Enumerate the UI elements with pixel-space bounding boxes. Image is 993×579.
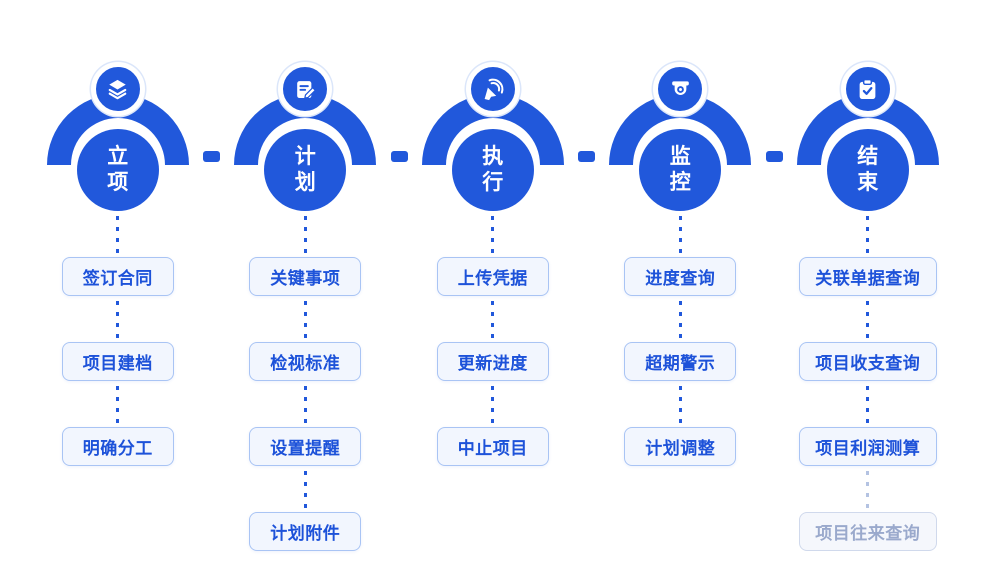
stage-column-initiation: 立项 签订合同 项目建档 明确分工 [24,0,212,551]
task-box: 项目建档 [61,342,174,381]
task-box: 进度查询 [624,257,737,296]
stage-column-execution: 执行 上传凭据 更新进度 中止项目 [399,0,587,551]
dotted-connector [303,211,307,257]
dotted-connector [491,381,495,427]
surveillance-camera-icon [671,80,689,95]
stage-icon-badge [653,62,708,116]
stage-icon-badge [465,62,520,116]
dotted-connector [866,381,870,427]
dotted-connector [491,211,495,257]
cursor-click-icon [484,78,504,100]
stage-label: 计划 [294,144,316,194]
inter-stage-dash [765,151,783,162]
stage-arc [796,94,939,165]
stage-label: 立项 [107,144,129,194]
task-box: 检视标准 [249,342,362,381]
dotted-connector [303,296,307,342]
dotted-connector [866,296,870,342]
dotted-connector [303,381,307,427]
stage-icon-badge [278,62,333,116]
task-box: 设置提醒 [249,427,362,466]
inter-stage-dash [203,151,220,162]
stage-icon-badge [90,62,145,116]
edit-note-icon [296,80,316,99]
stage-head: 执行 [399,0,587,211]
task-box: 签订合同 [61,257,174,296]
task-box: 计划调整 [624,427,737,466]
task-box: 计划附件 [249,512,362,551]
stage-circle: 结束 [826,129,909,211]
stage-arc [46,94,189,165]
dotted-connector [116,296,120,342]
stage-column-planning: 计划 关键事项 检视标准 设置提醒 计划附件 [212,0,400,551]
stage-arc [609,94,752,165]
task-box: 项目利润测算 [798,427,937,466]
dotted-connector [866,211,870,257]
dotted-connector [678,211,682,257]
dotted-connector [116,381,120,427]
layers-icon [108,79,127,99]
dotted-connector [678,381,682,427]
stage-head: 计划 [212,0,400,211]
stage-arc [421,94,564,165]
task-box-disabled: 项目往来查询 [798,512,937,551]
task-box: 中止项目 [436,427,549,466]
task-box: 明确分工 [61,427,174,466]
dotted-connector [491,296,495,342]
dotted-connector [116,211,120,257]
stage-label: 监控 [669,144,691,194]
stage-column-closing: 结束 关联单据查询 项目收支查询 项目利润测算 项目往来查询 [774,0,962,551]
stage-head: 监控 [587,0,775,211]
stage-icon-badge [840,62,895,116]
stage-circle: 计划 [264,129,347,211]
stage-column-monitoring: 监控 进度查询 超期警示 计划调整 [587,0,775,551]
inter-stage-dash [390,151,408,162]
stage-head: 结束 [774,0,962,211]
task-box: 项目收支查询 [798,342,937,381]
stage-columns: 立项 签订合同 项目建档 明确分工 [24,0,962,551]
clipboard-check-icon [859,78,876,99]
dotted-connector-muted [866,466,870,512]
stage-circle: 立项 [76,129,159,211]
stage-circle: 监控 [639,129,722,211]
task-box: 上传凭据 [436,257,549,296]
stage-arc [234,94,377,165]
stage-label: 执行 [482,144,504,194]
task-box: 更新进度 [436,342,549,381]
task-box: 关键事项 [249,257,362,296]
task-box: 关联单据查询 [798,257,937,296]
dotted-connector [303,466,307,512]
inter-stage-dash [578,151,595,162]
task-box: 超期警示 [624,342,737,381]
stage-label: 结束 [857,144,879,194]
stage-head: 立项 [24,0,212,211]
dotted-connector [678,296,682,342]
stage-circle: 执行 [451,129,534,211]
